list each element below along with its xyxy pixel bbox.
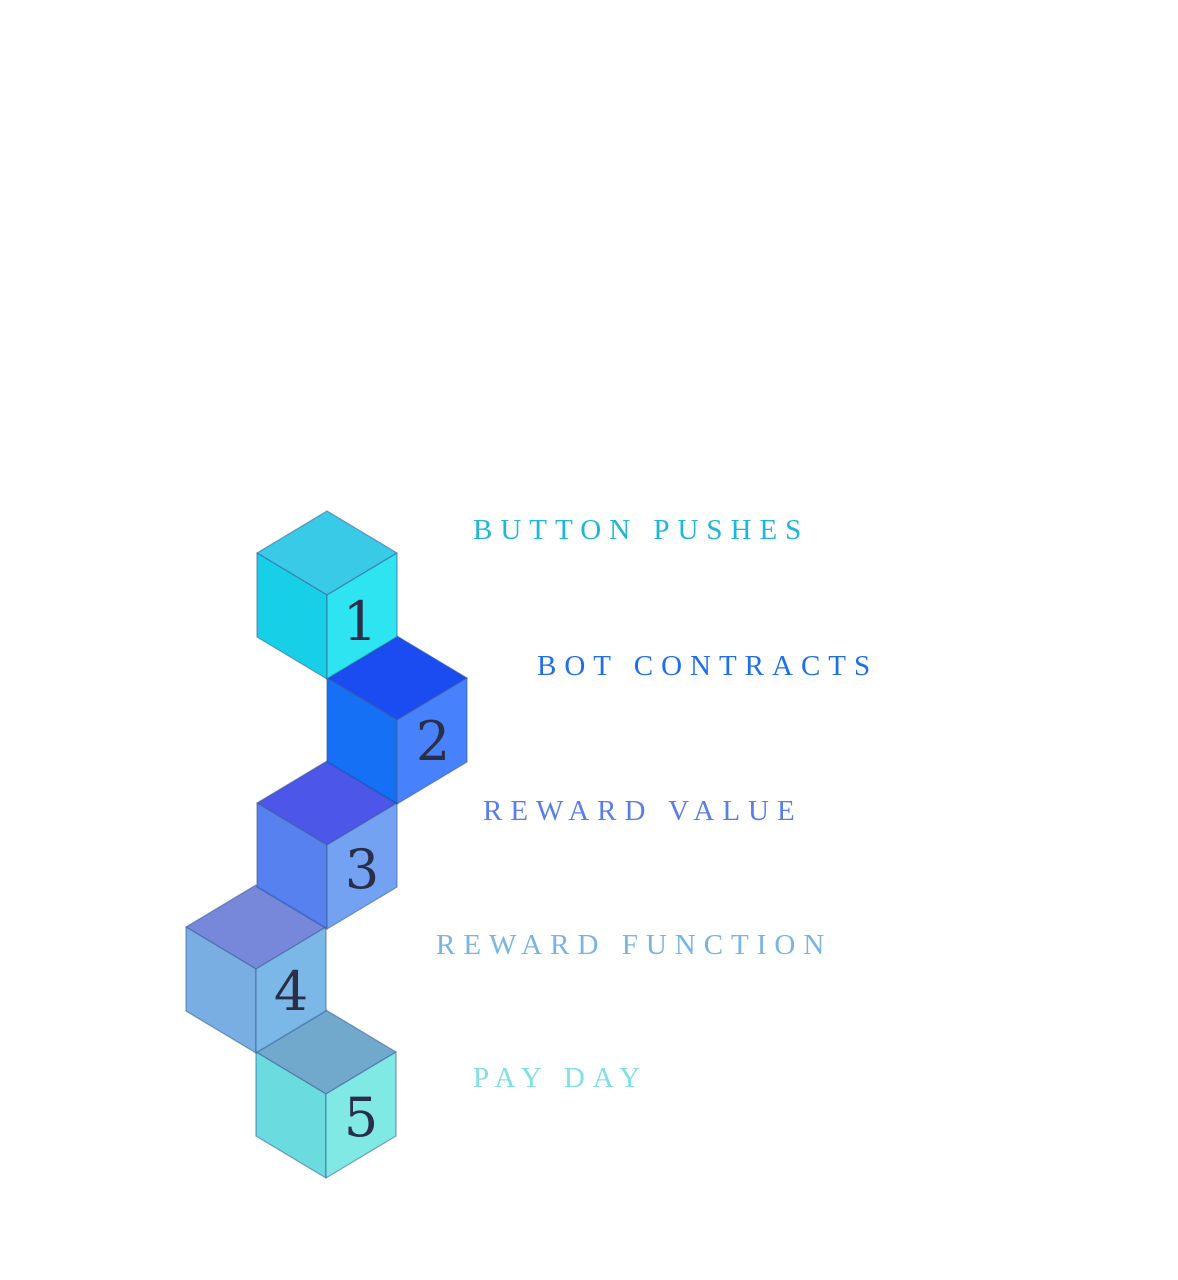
cube-2-number: 2	[416, 710, 450, 773]
step-label-4: REWARD FUNCTION	[436, 929, 833, 961]
step-label-2: BOT CONTRACTS	[537, 650, 879, 682]
cube-1-number: 1	[343, 590, 377, 653]
cube-5: 5	[255, 1009, 397, 1179]
cube-3-right-face	[326, 802, 398, 930]
cube-4-number: 4	[274, 960, 308, 1023]
step-label-1: BUTTON PUSHES	[473, 514, 810, 546]
step-label-3: REWARD VALUE	[483, 795, 803, 827]
cube-5-right-face	[325, 1051, 397, 1179]
cube-2-right-face	[396, 677, 468, 805]
cube-5-number: 5	[344, 1086, 378, 1149]
cube-1-right-face	[326, 552, 398, 680]
cube-1: 1	[256, 510, 398, 680]
step-label-5: PAY DAY	[473, 1062, 649, 1094]
cube-4-right-face	[255, 926, 327, 1054]
cube-3-number: 3	[345, 838, 379, 901]
